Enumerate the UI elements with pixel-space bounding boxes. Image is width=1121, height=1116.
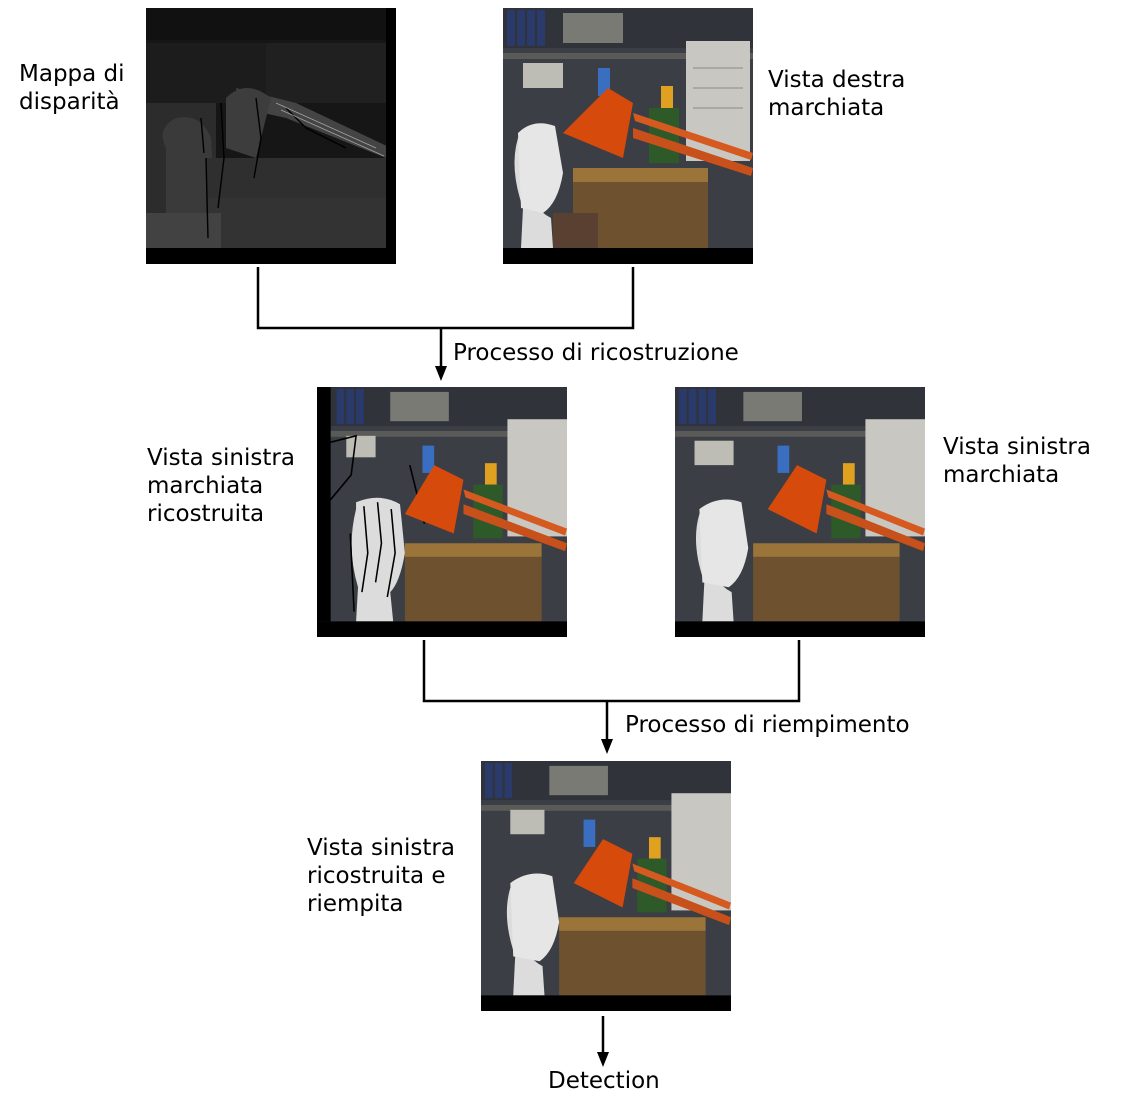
left-view-marked-label: Vista sinistra marchiata	[943, 434, 1091, 488]
merge-line-top	[256, 267, 635, 330]
left-view-marked-reconstructed-label: Vista sinistra marchiata ricostruita	[147, 445, 295, 527]
merge-line-middle	[422, 640, 801, 703]
reconstruction-process-label: Processo di ricostruzione	[453, 340, 739, 366]
right-view-marked-image	[503, 8, 753, 264]
detection-label: Detection	[548, 1068, 660, 1094]
reconstruction-arrowhead	[435, 366, 447, 381]
right-view-marked-label: Vista destra marchiata	[768, 67, 906, 121]
left-view-marked-reconstructed-image	[317, 384, 567, 640]
filling-process-label: Processo di riempimento	[625, 712, 910, 738]
disparity-map-image	[146, 8, 396, 264]
detection-arrowhead	[597, 1052, 609, 1067]
filling-arrowhead	[601, 739, 613, 754]
left-view-reconstructed-filled-label: Vista sinistra ricostruita e riempita	[307, 835, 455, 917]
left-view-marked-image	[675, 384, 925, 640]
disparity-map-label: Mappa di disparità	[19, 61, 125, 115]
left-view-reconstructed-filled-image	[481, 758, 731, 1014]
